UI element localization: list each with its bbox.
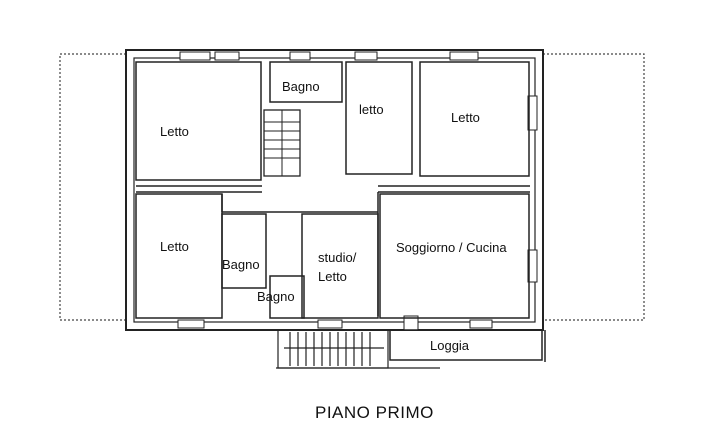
room-label-bagno-left: Bagno bbox=[222, 257, 260, 272]
left-wing-outline bbox=[59, 53, 127, 321]
room-label-letto-sw: Letto bbox=[160, 239, 189, 254]
room-label-bagno-mid: Bagno bbox=[257, 289, 295, 304]
room-label-studio-line2: Letto bbox=[318, 269, 347, 284]
bottom-windows bbox=[177, 315, 493, 331]
plan-title: PIANO PRIMO bbox=[315, 403, 434, 422]
room-label-letto-small: letto bbox=[359, 102, 384, 117]
right-wing-outline bbox=[542, 53, 645, 321]
room-label-soggiorno: Soggiorno / Cucina bbox=[396, 240, 507, 255]
room-label-studio-line1: studio/ bbox=[318, 250, 357, 265]
room-label-letto-nw: Letto bbox=[160, 124, 189, 139]
room-label-letto-ne: Letto bbox=[451, 110, 480, 125]
room-label-bagno-top: Bagno bbox=[282, 79, 320, 94]
top-row-walls bbox=[135, 61, 530, 181]
bottom-row-walls bbox=[135, 193, 530, 319]
loggia-walls bbox=[389, 329, 546, 362]
room-label-loggia: Loggia bbox=[430, 338, 470, 353]
stair-top bbox=[263, 109, 301, 177]
top-windows bbox=[179, 51, 479, 61]
stair-bottom bbox=[276, 329, 440, 369]
side-windows bbox=[527, 95, 538, 283]
outer-wall bbox=[125, 49, 544, 331]
